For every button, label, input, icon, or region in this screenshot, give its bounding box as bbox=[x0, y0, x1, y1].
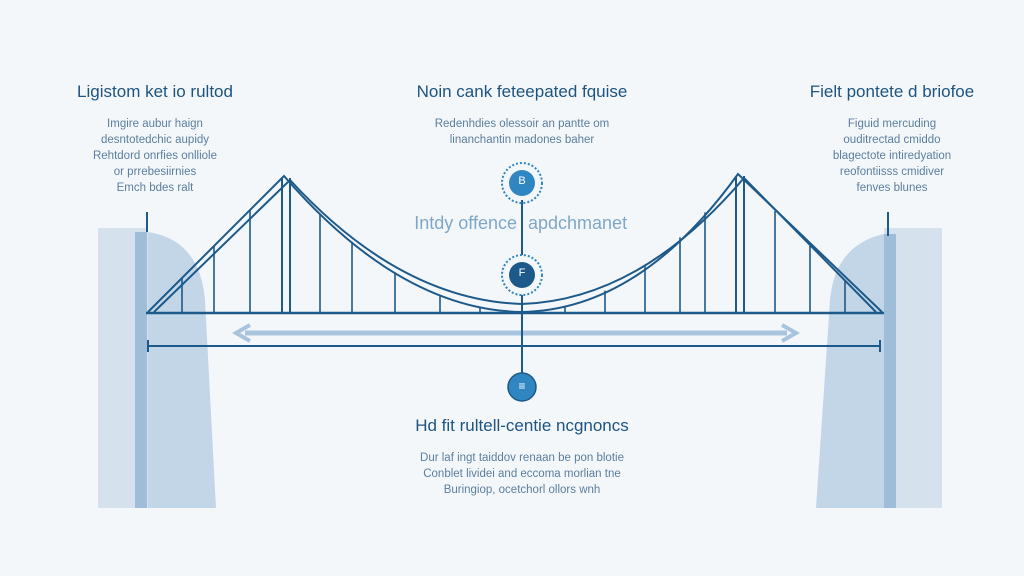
right-line: fenves blunes bbox=[856, 182, 928, 194]
left-line: or prrebesiirnies bbox=[113, 166, 197, 178]
middle-label-right: apdchmanet bbox=[528, 213, 628, 233]
bottom-line: Conblet lividei and eccoma morlian tne bbox=[423, 468, 621, 480]
center-section: Noin cank feteepated fquise Redenhdies o… bbox=[372, 82, 672, 148]
node-b-glyph: B bbox=[518, 175, 526, 187]
node-f-glyph: F bbox=[518, 267, 526, 279]
right-title: Fielt pontete d briofoe bbox=[809, 82, 975, 101]
left-pillar-stripe bbox=[135, 232, 147, 508]
left-line: Imgire aubur haign bbox=[107, 118, 203, 130]
node-f bbox=[509, 262, 535, 288]
middle-label-left: Intdy offence bbox=[414, 213, 517, 233]
right-line: Figuid mercuding bbox=[847, 118, 937, 130]
left-line: Emch bdes ralt bbox=[116, 182, 194, 194]
bottom-section: Hd fit rultell-centie ncgnoncs Dur laf i… bbox=[352, 416, 692, 498]
right-line: reofontiisss cmidiver bbox=[839, 166, 945, 178]
center-line: Redenhdies olessoir an pantte om bbox=[434, 118, 610, 130]
left-title: Ligistom ket io rultod bbox=[77, 82, 233, 101]
bottom-title: Hd fit rultell-centie ncgnoncs bbox=[415, 416, 629, 435]
left-pillar-curve bbox=[148, 232, 216, 508]
right-line: blagectote intiredyation bbox=[832, 150, 952, 162]
bottom-line: Buringiop, ocetchorl ollors wnh bbox=[443, 484, 601, 496]
towers bbox=[281, 176, 745, 312]
right-pillar-stripe bbox=[884, 234, 896, 508]
left-line: desntotedchic aupidy bbox=[100, 134, 210, 146]
node-bottom-glyph: ≡ bbox=[518, 379, 526, 393]
center-title: Noin cank feteepated fquise bbox=[416, 82, 628, 101]
center-line: linanchantin madones baher bbox=[449, 134, 595, 146]
bottom-line: Dur laf ingt taiddov renaan be pon bloti… bbox=[420, 452, 624, 464]
right-section: Fielt pontete d briofoe Figuid mercuding… bbox=[772, 82, 1012, 196]
right-line: ouditrectad cmiddo bbox=[843, 134, 941, 146]
left-section: Ligistom ket io rultod Imgire aubur haig… bbox=[20, 82, 290, 196]
right-pillar-curve bbox=[816, 234, 884, 508]
left-line: Rehtdord onrfies onlliole bbox=[92, 150, 218, 162]
node-bottom bbox=[507, 372, 537, 402]
node-b bbox=[509, 170, 535, 196]
